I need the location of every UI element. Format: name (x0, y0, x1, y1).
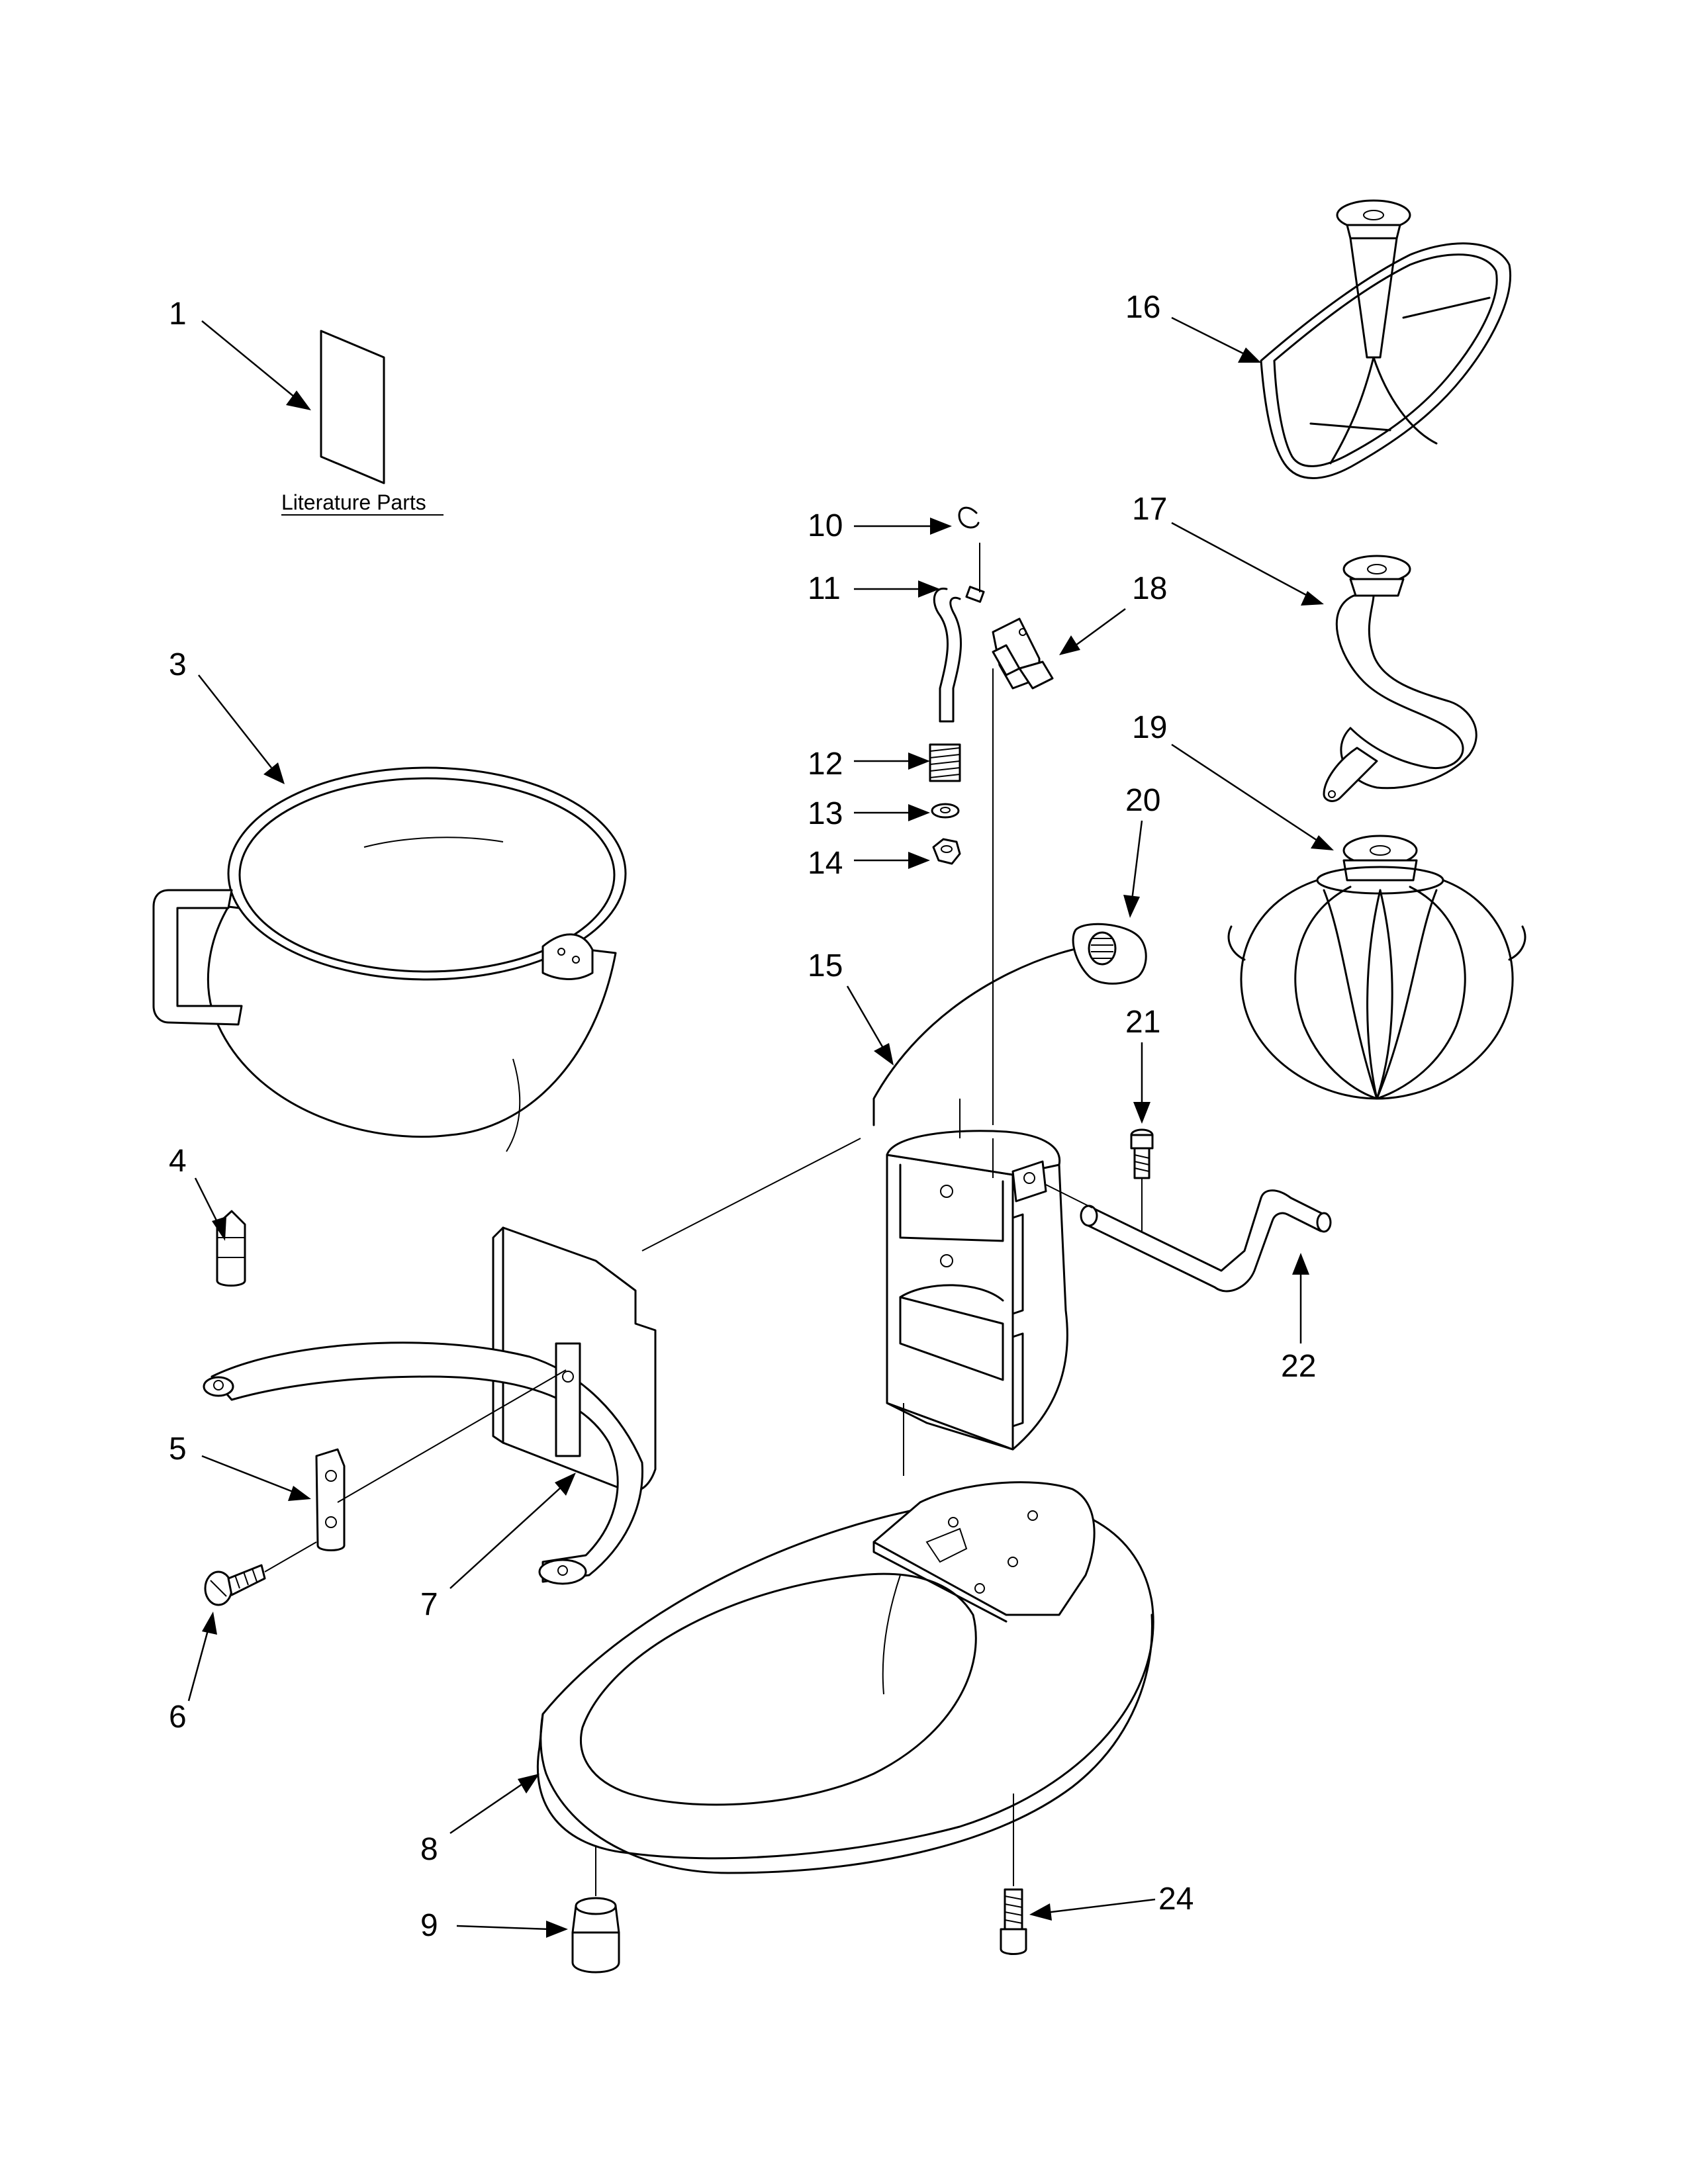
part-8-base (536, 1481, 1154, 1874)
part-9-foot (571, 1846, 620, 1974)
callout-1: 1 (169, 296, 311, 410)
part-14-nut (932, 838, 961, 865)
callout-9: 9 (420, 1908, 568, 1943)
part-11-rod (933, 543, 985, 723)
callout-15: 15 (808, 948, 894, 1066)
callout-21: 21 (1125, 1005, 1160, 1124)
literature-label: Literature Parts (281, 490, 426, 514)
part-16-flat-beater (1260, 199, 1511, 479)
callout-6-label: 6 (169, 1700, 187, 1735)
callout-14: 14 (808, 846, 930, 881)
callout-8: 8 (420, 1774, 539, 1867)
callout-10-label: 10 (808, 508, 843, 543)
callout-19: 19 (1132, 710, 1334, 850)
callout-13-label: 13 (808, 796, 843, 831)
callout-19-label: 19 (1132, 710, 1167, 745)
callout-18: 18 (1059, 571, 1167, 655)
part-6-screw (204, 1541, 317, 1606)
callout-11-label: 11 (808, 571, 841, 606)
callout-17: 17 (1132, 492, 1324, 606)
callout-24-label: 24 (1158, 1882, 1194, 1917)
part-13-washer (931, 803, 960, 819)
callout-7: 7 (420, 1473, 576, 1622)
callout-12: 12 (808, 747, 930, 782)
callout-22-label: 22 (1281, 1349, 1316, 1384)
callout-5: 5 (169, 1432, 311, 1501)
part-10-clip (958, 506, 980, 529)
callout-1-label: 1 (169, 296, 187, 332)
part-15-column (872, 945, 1094, 1451)
part-1-literature: Literature Parts (281, 330, 444, 516)
part-24-screw (1000, 1794, 1027, 1955)
callout-21-label: 21 (1125, 1005, 1160, 1040)
part-12-spring (929, 743, 961, 782)
part-3-bowl (152, 766, 627, 1152)
callout-12-label: 12 (808, 747, 843, 782)
callout-11: 11 (808, 571, 940, 606)
part-22-crank (1045, 1184, 1332, 1293)
column-assembly-line (641, 1138, 861, 1251)
callout-8-label: 8 (420, 1832, 438, 1867)
callout-16: 16 (1125, 290, 1261, 363)
part-20-knob (1072, 923, 1147, 985)
callout-17-label: 17 (1132, 492, 1167, 527)
callout-18-label: 18 (1132, 571, 1167, 606)
callout-20: 20 (1123, 783, 1160, 918)
callout-5-label: 5 (169, 1432, 187, 1467)
callout-9-label: 9 (420, 1908, 438, 1943)
callout-4: 4 (169, 1144, 226, 1241)
callout-3: 3 (169, 647, 285, 784)
part-5-clamp (315, 1369, 567, 1551)
callout-13: 13 (808, 796, 930, 831)
part-17-dough-hook (1323, 555, 1477, 802)
part-21-screw (1130, 1128, 1154, 1231)
callout-15-label: 15 (808, 948, 843, 983)
part-18-lever (992, 617, 1054, 1125)
callout-6: 6 (169, 1612, 217, 1735)
callout-4-label: 4 (169, 1144, 187, 1179)
callout-3-label: 3 (169, 647, 187, 682)
callout-22: 22 (1281, 1253, 1316, 1384)
part-7-bowl-support (203, 1226, 657, 1585)
callout-10: 10 (808, 508, 952, 543)
callout-20-label: 20 (1125, 783, 1160, 818)
callout-16-label: 16 (1125, 290, 1160, 325)
callout-24: 24 (1029, 1882, 1194, 1921)
callout-14-label: 14 (808, 846, 843, 881)
part-19-wire-whip (1227, 835, 1526, 1100)
callout-7-label: 7 (420, 1587, 438, 1622)
